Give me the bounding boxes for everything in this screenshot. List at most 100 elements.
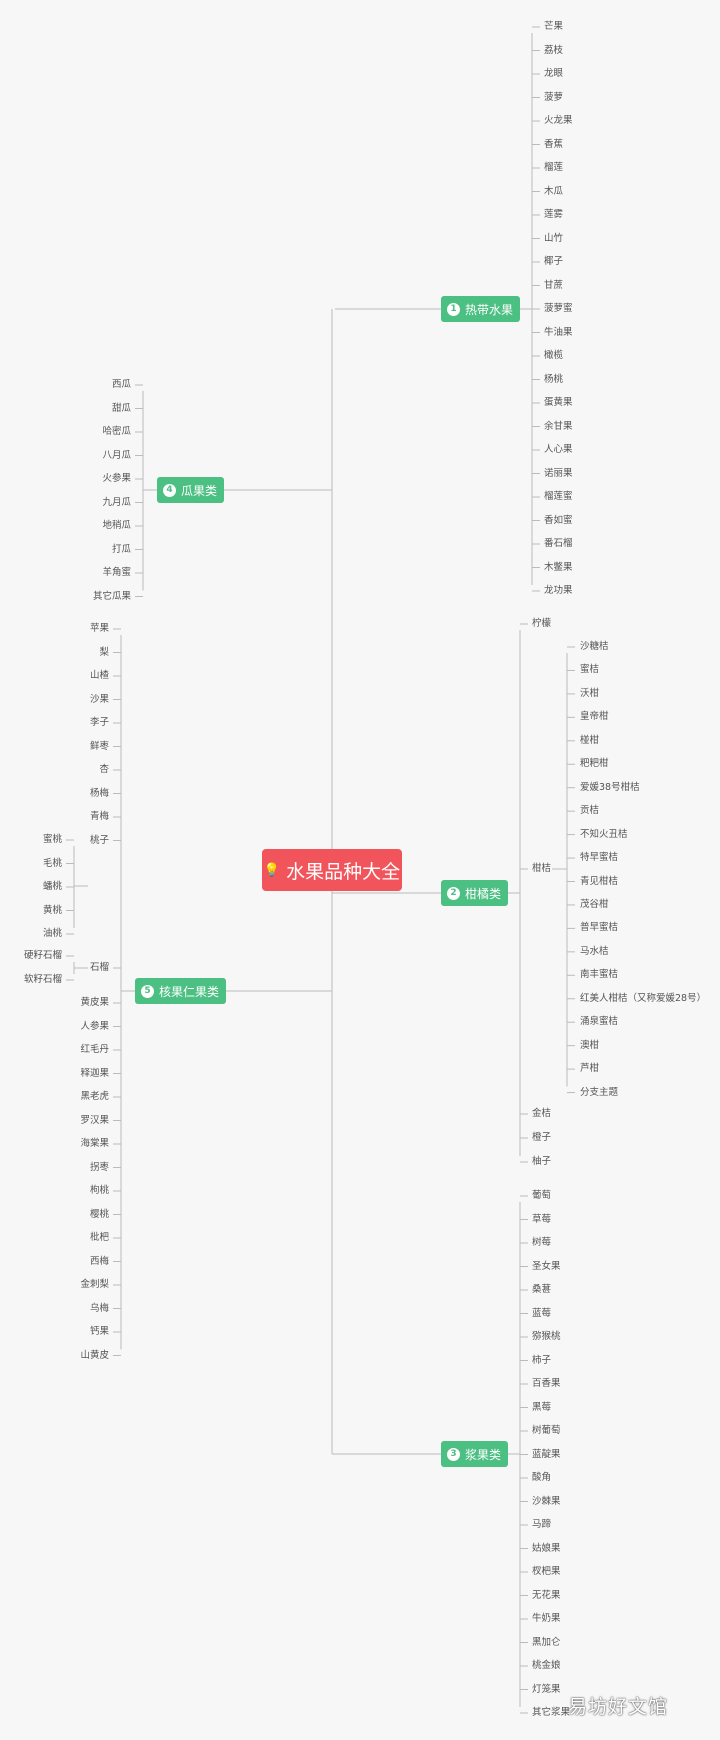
leaf-label[interactable]: 爱媛38号柑桔 xyxy=(580,781,640,793)
leaf-label[interactable]: 圣女果 xyxy=(532,1260,561,1272)
leaf-label[interactable]: 马水桔 xyxy=(580,945,609,957)
leaf-label[interactable]: 黄桃 xyxy=(42,904,62,916)
leaf-label[interactable]: 人心果 xyxy=(544,444,573,455)
leaf-label[interactable]: 马蹄 xyxy=(532,1519,552,1530)
leaf-label[interactable]: 乌梅 xyxy=(89,1302,109,1314)
leaf-label[interactable]: 分支主题 xyxy=(580,1086,619,1098)
leaf-label[interactable]: 贡桔 xyxy=(580,805,600,817)
leaf-label[interactable]: 枸桃 xyxy=(89,1185,109,1196)
leaf-label[interactable]: 蛋黄果 xyxy=(544,397,573,408)
leaf-label[interactable]: 海棠果 xyxy=(80,1138,109,1149)
leaf-label[interactable]: 鲜枣 xyxy=(89,740,109,752)
branch-berries[interactable]: 3 浆果类 xyxy=(441,1441,509,1467)
leaf-label[interactable]: 杨梅 xyxy=(89,787,109,799)
leaf-label[interactable]: 南丰蜜桔 xyxy=(580,969,619,981)
leaf-label[interactable]: 杈杷果 xyxy=(532,1566,561,1577)
leaf-label[interactable]: 猕猴桃 xyxy=(532,1331,561,1342)
leaf-label[interactable]: 黄皮果 xyxy=(80,997,109,1008)
leaf-label[interactable]: 柠檬 xyxy=(532,618,552,629)
leaf-label[interactable]: 西梅 xyxy=(89,1255,109,1267)
leaf-label[interactable]: 番石榴 xyxy=(544,538,573,549)
leaf-label[interactable]: 无花果 xyxy=(532,1589,561,1601)
branch-drupes-pomes[interactable]: 5 核果仁果类 xyxy=(135,978,227,1004)
leaf-label[interactable]: 不知火丑桔 xyxy=(580,828,628,840)
leaf-label[interactable]: 火龙果 xyxy=(544,115,573,126)
leaf-label[interactable]: 柑桔 xyxy=(532,863,552,874)
leaf-label[interactable]: 山黄皮 xyxy=(80,1349,109,1361)
leaf-label[interactable]: 香蕉 xyxy=(544,138,564,150)
leaf-label[interactable]: 沃柑 xyxy=(580,687,600,699)
leaf-label[interactable]: 粑粑柑 xyxy=(580,758,609,770)
branch-citrus[interactable]: 2 柑橘类 xyxy=(441,880,509,906)
leaf-label[interactable]: 柚子 xyxy=(532,1156,552,1167)
leaf-label[interactable]: 树莓 xyxy=(532,1237,552,1248)
leaf-label[interactable]: 蜜桔 xyxy=(580,664,600,676)
leaf-label[interactable]: 青见柑桔 xyxy=(580,875,619,887)
leaf-label[interactable]: 金桔 xyxy=(532,1108,552,1119)
leaf-label[interactable]: 罗汉果 xyxy=(80,1114,109,1126)
leaf-label[interactable]: 酸角 xyxy=(532,1472,552,1483)
leaf-label[interactable]: 蟠桃 xyxy=(42,881,62,892)
leaf-label[interactable]: 皇帝柑 xyxy=(580,711,609,723)
leaf-label[interactable]: 蓝莓 xyxy=(532,1307,552,1319)
leaf-label[interactable]: 地稍瓜 xyxy=(102,520,131,531)
leaf-label[interactable]: 山楂 xyxy=(89,670,109,681)
leaf-label[interactable]: 榴莲 xyxy=(544,162,564,173)
leaf-label[interactable]: 灯笼果 xyxy=(532,1683,561,1695)
leaf-label[interactable]: 沙棘果 xyxy=(532,1495,561,1507)
leaf-label[interactable]: 葡萄 xyxy=(532,1190,552,1201)
leaf-label[interactable]: 红毛丹 xyxy=(80,1044,109,1055)
leaf-label[interactable]: 金刺梨 xyxy=(80,1279,109,1290)
leaf-label[interactable]: 黑老虎 xyxy=(80,1091,109,1102)
leaf-label[interactable]: 火参果 xyxy=(102,473,131,484)
leaf-label[interactable]: 羊角蜜 xyxy=(102,567,131,578)
leaf-label[interactable]: 毛桃 xyxy=(42,857,62,869)
leaf-label[interactable]: 拐枣 xyxy=(89,1161,109,1173)
leaf-label[interactable]: 打瓜 xyxy=(111,543,131,555)
leaf-label[interactable]: 蜜桃 xyxy=(42,834,62,845)
leaf-label[interactable]: 荔枝 xyxy=(544,44,564,56)
leaf-label[interactable]: 木鳖果 xyxy=(544,561,573,573)
leaf-label[interactable]: 西瓜 xyxy=(111,379,131,390)
leaf-label[interactable]: 百香果 xyxy=(532,1378,561,1389)
leaf-label[interactable]: 沙果 xyxy=(89,693,109,705)
leaf-label[interactable]: 黑加仑 xyxy=(532,1636,561,1648)
leaf-label[interactable]: 石榴 xyxy=(89,962,109,973)
leaf-label[interactable]: 甘蔗 xyxy=(544,279,564,291)
leaf-label[interactable]: 椰子 xyxy=(544,256,564,267)
leaf-label[interactable]: 莲雾 xyxy=(544,209,564,220)
leaf-label[interactable]: 菠萝蜜 xyxy=(544,303,573,314)
leaf-label[interactable]: 八月瓜 xyxy=(102,449,131,461)
leaf-label[interactable]: 樱桃 xyxy=(89,1208,109,1220)
leaf-label[interactable]: 涌泉蜜桔 xyxy=(580,1016,619,1028)
leaf-label[interactable]: 苹果 xyxy=(89,623,109,634)
leaf-label[interactable]: 桃子 xyxy=(89,834,109,846)
leaf-label[interactable]: 诺丽果 xyxy=(544,467,573,479)
leaf-label[interactable]: 特早蜜桔 xyxy=(580,852,619,864)
leaf-label[interactable]: 红美人柑桔（又称爱媛28号） xyxy=(580,992,707,1004)
leaf-label[interactable]: 杨桃 xyxy=(544,373,564,385)
leaf-label[interactable]: 普早蜜桔 xyxy=(580,922,619,934)
leaf-label[interactable]: 哈密瓜 xyxy=(102,426,131,437)
leaf-label[interactable]: 油桃 xyxy=(42,928,62,939)
leaf-label[interactable]: 橄榄 xyxy=(544,350,564,361)
leaf-label[interactable]: 黑莓 xyxy=(532,1401,552,1413)
root-node[interactable]: 💡 水果品种大全 xyxy=(262,849,402,891)
leaf-label[interactable]: 桑葚 xyxy=(532,1284,552,1295)
leaf-label[interactable]: 硬籽石榴 xyxy=(23,950,62,961)
leaf-label[interactable]: 沙糖桔 xyxy=(580,641,609,652)
leaf-label[interactable]: 山竹 xyxy=(544,232,564,244)
leaf-label[interactable]: 牛油果 xyxy=(544,326,573,338)
leaf-label[interactable]: 李子 xyxy=(89,717,109,728)
leaf-label[interactable]: 榴莲蜜 xyxy=(544,491,573,502)
leaf-label[interactable]: 龙眼 xyxy=(544,68,564,79)
leaf-label[interactable]: 木瓜 xyxy=(544,185,564,197)
leaf-label[interactable]: 树葡萄 xyxy=(532,1425,561,1436)
leaf-label[interactable]: 龙功果 xyxy=(544,585,573,596)
leaf-label[interactable]: 茂谷柑 xyxy=(580,898,609,910)
leaf-label[interactable]: 人参果 xyxy=(80,1020,109,1032)
branch-melons[interactable]: 4 瓜果类 xyxy=(157,477,225,503)
leaf-label[interactable]: 其它瓜果 xyxy=(92,590,131,602)
leaf-label[interactable]: 释迦果 xyxy=(80,1067,109,1079)
leaf-label[interactable]: 柿子 xyxy=(532,1354,552,1366)
